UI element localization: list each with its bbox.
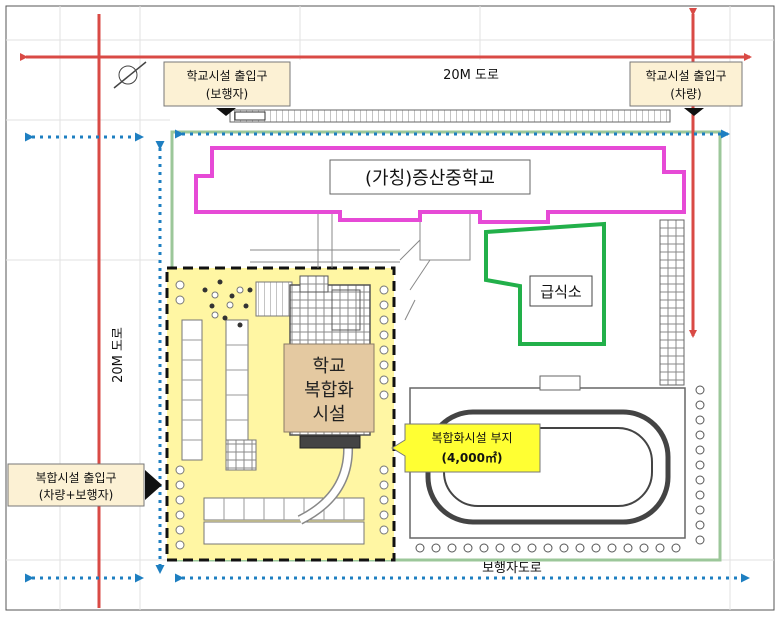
complex-label-line3: 시설 xyxy=(312,404,345,425)
entrance-pedestrian-title: 학교시설 출입구 xyxy=(186,69,267,83)
entrance-marker-complex xyxy=(145,470,162,500)
complex-label-line1: 학교 xyxy=(312,356,345,377)
school-name-box xyxy=(329,159,531,195)
complex-label-line2: 복합화 xyxy=(304,380,354,401)
complex-entrance-sub: (차량+보행자) xyxy=(39,487,114,502)
entrance-pedestrian-box: 학교시설 출입구 (보행자) xyxy=(163,61,291,107)
entrance-vehicle-title: 학교시설 출입구 xyxy=(645,69,726,83)
road-left-label: 20M 도로 xyxy=(111,327,126,383)
complex-entrance-box: 복합시설 출입구 (차량+보행자) xyxy=(7,463,145,507)
site-callout-area: (4,000㎡) xyxy=(442,450,503,465)
north-arrow-icon xyxy=(113,61,147,89)
fence-strip-right xyxy=(659,219,685,386)
cafeteria-label: 급식소 xyxy=(540,283,582,301)
trees-playground xyxy=(415,385,705,553)
entrance-vehicle-sub: (차량) xyxy=(670,87,701,101)
site-callout-title: 복합화시설 부지 xyxy=(431,431,512,445)
school-name: (가칭)증산중학교 xyxy=(365,168,495,189)
background-grid xyxy=(6,6,774,610)
entrance-vehicle-box: 학교시설 출입구 (차량) xyxy=(629,61,743,107)
site-area-callout: 복합화시설 부지 (4,000㎡) xyxy=(391,423,541,473)
entrance-marker-pedestrian xyxy=(216,108,236,116)
complex-building: 학교 복합화 시설 xyxy=(283,275,375,449)
fence-strip-top xyxy=(229,109,671,123)
road-top-label: 20M 도로 xyxy=(443,68,499,83)
complex-entrance-title: 복합시설 출입구 xyxy=(35,471,116,485)
entrance-marker-vehicle xyxy=(684,108,704,116)
entrance-pedestrian-sub: (보행자) xyxy=(206,86,248,101)
pedestrian-paths xyxy=(25,129,750,583)
tree-dots xyxy=(202,279,253,328)
trees-complex xyxy=(175,280,389,550)
parking-area xyxy=(181,281,365,545)
road-bottom-label: 보행자도로 xyxy=(482,560,542,576)
